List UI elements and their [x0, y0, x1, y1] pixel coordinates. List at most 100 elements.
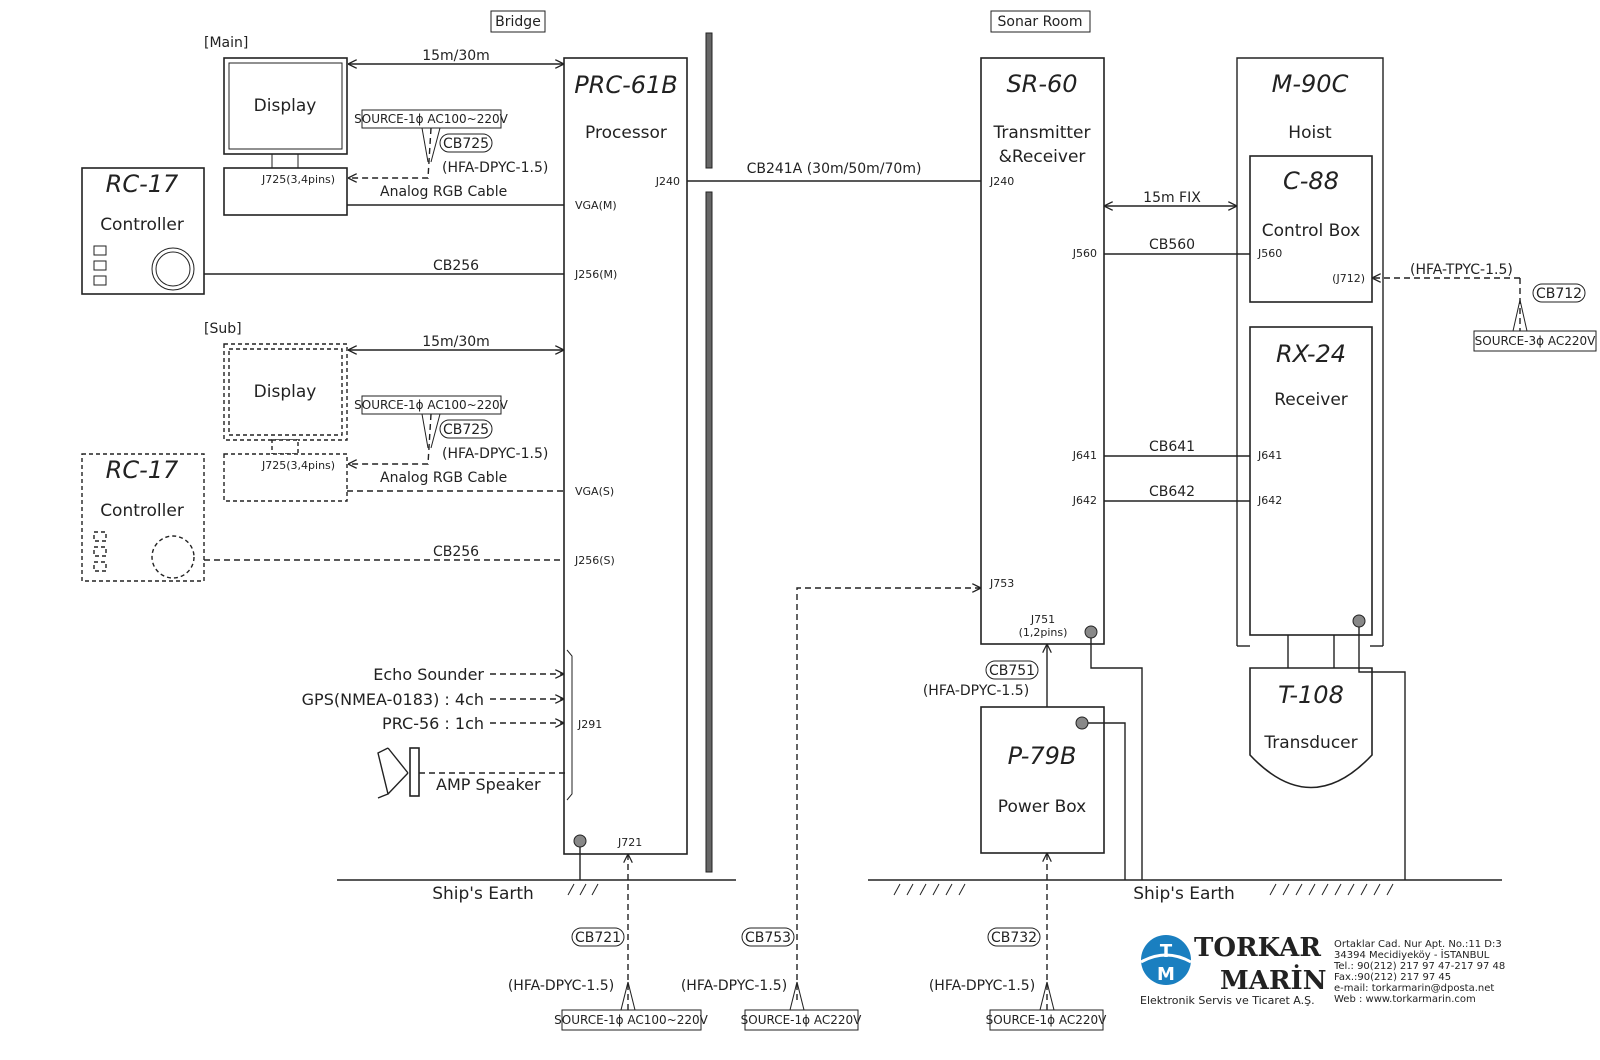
j291-bracket: [566, 649, 573, 801]
svg-text:J642: J642: [1257, 494, 1282, 507]
source-753: SOURCE-1ϕ AC220V: [741, 1013, 863, 1027]
hfa753: (HFA-DPYC-1.5): [681, 978, 787, 994]
svg-text:Ship's Earth: Ship's Earth: [1133, 884, 1235, 904]
svg-text:C-88: C-88: [1283, 167, 1339, 195]
svg-text:RX-24: RX-24: [1276, 340, 1346, 368]
sub-display: Display J725(3,4pins): [223, 343, 348, 502]
source-732: SOURCE-1ϕ AC220V: [986, 1013, 1108, 1027]
torkar-marin-logo: T M TORKAR MARİN Elektronik Servis ve Ti…: [1140, 933, 1327, 1007]
hfa721: (HFA-DPYC-1.5): [508, 978, 614, 994]
svg-text:RC-17: RC-17: [106, 170, 179, 198]
room-label-bridge: Bridge: [490, 10, 546, 33]
svg-text:Controller: Controller: [100, 215, 184, 235]
speaker-icon: [377, 747, 420, 799]
svg-text:&Receiver: &Receiver: [999, 147, 1086, 167]
svg-text:T: T: [1160, 941, 1173, 962]
svg-text:Fax.:90(212) 217 97 45: Fax.:90(212) 217 97 45: [1334, 972, 1451, 983]
svg-text:J291: J291: [577, 718, 602, 731]
p79b-power-box: P-79B Power Box: [980, 706, 1105, 854]
svg-text:CB725: CB725: [443, 136, 489, 152]
main-rc17-controller: RC-17 Controller: [81, 167, 205, 295]
cb732-badge: CB732: [987, 927, 1041, 947]
sub-source: SOURCE-1ϕ AC100~220V: [354, 398, 508, 412]
svg-text:M-90C: M-90C: [1272, 70, 1349, 98]
c88-control-box: C-88 Control Box J560 (J712): [1249, 155, 1373, 303]
cable-cb560: CB560: [1149, 237, 1195, 253]
m90c-hoist: M-90C Hoist: [1236, 57, 1384, 647]
svg-text:J642: J642: [1072, 494, 1097, 507]
source-721: SOURCE-1ϕ AC100~220V: [554, 1013, 708, 1027]
sub-label: [Sub]: [204, 321, 242, 337]
svg-text:J560: J560: [1257, 247, 1282, 260]
company-address: Ortaklar Cad. Nur Apt. No.:11 D:3 34394 …: [1333, 939, 1505, 1005]
prc61b-processor: PRC-61B Processor J240 VGA(M) J256(M) VG…: [563, 57, 688, 855]
svg-text:Sonar Room: Sonar Room: [998, 14, 1083, 30]
sub-distance: 15m/30m: [422, 334, 490, 350]
bulkhead-lower: [705, 191, 713, 873]
svg-text:e-mail: torkarmarin@dposta.net: e-mail: torkarmarin@dposta.net: [1334, 983, 1494, 994]
source-3phase: SOURCE-3ϕ AC220V: [1475, 334, 1597, 348]
svg-text:Web : www.torkarmarin.com: Web : www.torkarmarin.com: [1334, 994, 1476, 1005]
svg-text:SR-60: SR-60: [1006, 70, 1077, 98]
svg-text:CB725: CB725: [443, 422, 489, 438]
ships-earth-left: Ship's Earth: [337, 879, 736, 904]
main-source-box: [361, 109, 502, 129]
svg-text:Power Box: Power Box: [998, 797, 1086, 817]
svg-text:34394 Mecidiyeköy - İSTANBU: 34394 Mecidiyeköy - İSTANBUL: [1334, 948, 1490, 961]
input-gps: GPS(NMEA-0183) : 4ch: [302, 690, 484, 709]
svg-text:RC-17: RC-17: [106, 456, 179, 484]
svg-text:P-79B: P-79B: [1008, 742, 1077, 770]
svg-text:Ship's Earth: Ship's Earth: [432, 884, 534, 904]
svg-text:Receiver: Receiver: [1274, 390, 1348, 410]
svg-text:Transducer: Transducer: [1263, 733, 1357, 753]
sub-cb256: CB256: [433, 544, 479, 560]
svg-text:J751: J751: [1030, 613, 1055, 626]
input-prc56: PRC-56 : 1ch: [382, 714, 484, 733]
svg-text:Bridge: Bridge: [495, 14, 541, 30]
earth-wire-sr60: [1090, 638, 1143, 880]
svg-text:J560: J560: [1072, 247, 1097, 260]
cb721-badge: CB721: [571, 927, 625, 947]
main-source: SOURCE-1ϕ AC100~220V: [354, 112, 508, 126]
svg-text:Transmitter: Transmitter: [993, 123, 1091, 143]
svg-text:CB753: CB753: [745, 930, 791, 946]
svg-text:Ortaklar Cad. Nur Apt. No.:11: Ortaklar Cad. Nur Apt. No.:11 D:3: [1334, 939, 1502, 950]
svg-text:J753: J753: [989, 577, 1014, 590]
svg-text:J256(S): J256(S): [574, 554, 615, 567]
sub-rc17-controller: RC-17 Controller: [81, 453, 205, 582]
svg-text:Controller: Controller: [100, 501, 184, 521]
cable-15m-fix: 15m FIX: [1143, 190, 1201, 206]
sr60-transceiver: SR-60 Transmitter &Receiver J240 J560 J6…: [980, 57, 1105, 645]
cable-hfa-tpyc: (HFA-TPYC-1.5): [1410, 262, 1513, 278]
sub-power-line: [348, 413, 432, 464]
svg-text:VGA(M): VGA(M): [575, 199, 617, 212]
source-732-box: [989, 1009, 1104, 1031]
svg-text:T-108: T-108: [1278, 681, 1344, 709]
svg-text:CB751: CB751: [989, 663, 1035, 679]
earth-wire-p79: [1088, 722, 1126, 880]
svg-text:PRC-61B: PRC-61B: [574, 71, 678, 99]
svg-text:VGA(S): VGA(S): [575, 485, 614, 498]
svg-text:J256(M): J256(M): [574, 268, 617, 281]
main-hfa: (HFA-DPYC-1.5): [442, 160, 548, 176]
svg-text:J641: J641: [1257, 449, 1282, 462]
hfa732: (HFA-DPYC-1.5): [929, 978, 1035, 994]
sub-display-label: Display: [254, 382, 317, 402]
main-display: Display J725(3,4pins): [223, 57, 348, 216]
source-3phase-box: [1473, 330, 1597, 352]
cb753-line: [796, 588, 981, 1000]
svg-text:MARİN: MARİN: [1220, 964, 1327, 996]
room-label-sonar-room: Sonar Room: [990, 10, 1091, 33]
ships-earth-right: Ship's Earth: [868, 879, 1502, 904]
svg-text:J240: J240: [655, 175, 680, 188]
cable-cb641: CB641: [1149, 439, 1195, 455]
source-721-box: [561, 1009, 702, 1031]
main-cb256: CB256: [433, 258, 479, 274]
earth-wire-rx24: [1358, 627, 1406, 880]
main-rgb-cable: Analog RGB Cable: [380, 184, 507, 200]
input-echo-sounder: Echo Sounder: [373, 665, 484, 684]
main-distance: 15m/30m: [422, 48, 490, 64]
cb751-badge: CB751: [985, 660, 1039, 680]
cb753-badge: CB753: [741, 927, 795, 947]
svg-text:Elektronik Servis ve Ticaret A: Elektronik Servis ve Ticaret A.Ş.: [1140, 994, 1315, 1007]
